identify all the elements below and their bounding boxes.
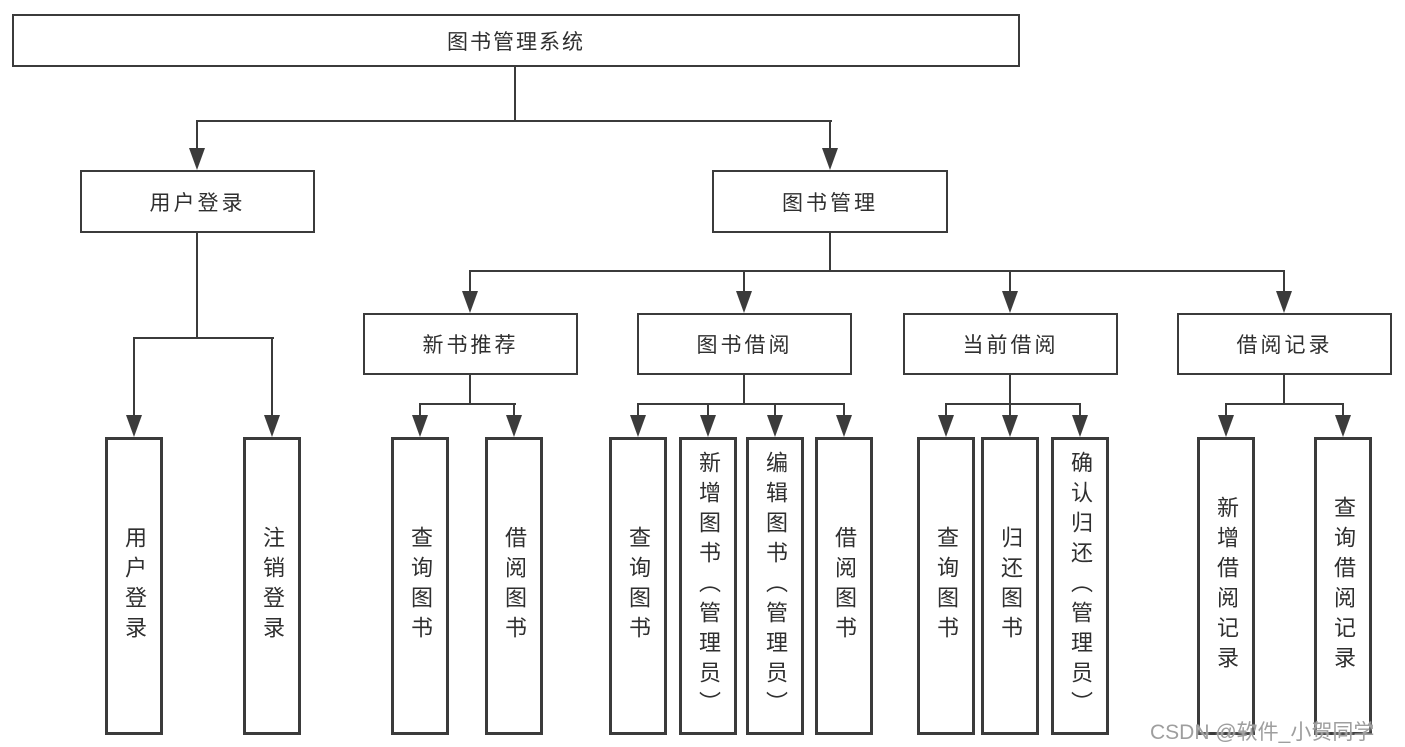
leaf-query-books-current: 查询图书 <box>917 437 975 735</box>
leaf-borrow-books-recommend: 借阅图书 <box>485 437 543 735</box>
node-label: 图书借阅 <box>696 334 793 357</box>
connector-drop <box>1079 405 1081 415</box>
leaf-label: 新增图书（管理员） <box>696 451 721 721</box>
leaf-logout-login: 注销登录 <box>243 437 301 735</box>
connector-drop <box>513 405 515 415</box>
connector-drop <box>1283 272 1285 292</box>
arrow-down-icon <box>836 415 852 437</box>
leaf-label: 查询图书 <box>626 526 651 646</box>
connector-stem <box>1009 375 1011 403</box>
arrow-down-icon <box>736 291 752 313</box>
arrow-down-icon <box>412 415 428 437</box>
connector-drop <box>1009 272 1011 292</box>
leaf-label: 借阅图书 <box>502 526 527 646</box>
connector-rail <box>1225 403 1344 405</box>
leaf-label: 查询图书 <box>408 526 433 646</box>
leaf-label: 查询图书 <box>934 526 959 646</box>
connector-drop <box>945 405 947 415</box>
connector-rail <box>945 403 1081 405</box>
node-borrowing-records: 借阅记录 <box>1177 313 1392 375</box>
leaf-query-borrow-record: 查询借阅记录 <box>1314 437 1372 735</box>
node-new-book-recommendation: 新书推荐 <box>363 313 578 375</box>
connector-stem <box>743 375 745 403</box>
leaf-edit-books-admin: 编辑图书（管理员） <box>746 437 804 735</box>
node-label: 借阅记录 <box>1236 334 1333 357</box>
leaf-label: 借阅图书 <box>832 526 857 646</box>
connector-drop <box>829 122 831 150</box>
leaf-label: 用户登录 <box>122 526 147 646</box>
arrow-down-icon <box>1218 415 1234 437</box>
connector-drop <box>707 405 709 415</box>
arrow-down-icon <box>767 415 783 437</box>
arrow-down-icon <box>264 415 280 437</box>
connector-drop <box>1009 405 1011 415</box>
leaf-borrow-books-borrow: 借阅图书 <box>815 437 873 735</box>
connector-stem <box>1283 375 1285 403</box>
node-current-borrowing: 当前借阅 <box>903 313 1118 375</box>
node-label: 图书管理 <box>782 191 878 215</box>
leaf-label: 归还图书 <box>998 526 1023 646</box>
arrow-down-icon <box>1335 415 1351 437</box>
leaf-confirm-return-admin: 确认归还（管理员） <box>1051 437 1109 735</box>
leaf-label: 注销登录 <box>260 526 285 646</box>
node-book-management: 图书管理 <box>712 170 948 233</box>
connector-stem <box>469 375 471 403</box>
connector-rail <box>637 403 845 405</box>
arrow-down-icon <box>462 291 478 313</box>
connector-drop <box>271 339 273 415</box>
node-book-borrowing: 图书借阅 <box>637 313 852 375</box>
node-label: 当前借阅 <box>962 334 1059 357</box>
connector-drop <box>1225 405 1227 415</box>
arrow-down-icon <box>1072 415 1088 437</box>
arrow-down-icon <box>822 148 838 170</box>
arrow-down-icon <box>189 148 205 170</box>
connector-root-rail <box>196 120 832 122</box>
arrow-down-icon <box>630 415 646 437</box>
node-library-management-system: 图书管理系统 <box>12 14 1020 67</box>
arrow-down-icon <box>1276 291 1292 313</box>
connector-drop <box>774 405 776 415</box>
leaf-query-books-borrow: 查询图书 <box>609 437 667 735</box>
leaf-label: 新增借阅记录 <box>1214 496 1239 676</box>
leaf-label: 确认归还（管理员） <box>1068 451 1093 721</box>
leaf-add-borrow-record: 新增借阅记录 <box>1197 437 1255 735</box>
leaf-add-books-admin: 新增图书（管理员） <box>679 437 737 735</box>
node-label: 图书管理系统 <box>447 30 585 54</box>
connector-drop <box>133 339 135 415</box>
leaf-user-login: 用户登录 <box>105 437 163 735</box>
leaf-return-books: 归还图书 <box>981 437 1039 735</box>
connector-rail <box>133 337 274 339</box>
leaf-label: 查询借阅记录 <box>1331 496 1356 676</box>
node-label: 新书推荐 <box>422 334 519 357</box>
node-user-login: 用户登录 <box>80 170 315 233</box>
connector-root-stem <box>514 67 516 120</box>
connector-drop <box>419 405 421 415</box>
connector-drop <box>469 272 471 292</box>
leaf-query-books-recommend: 查询图书 <box>391 437 449 735</box>
connector-drop <box>1342 405 1344 415</box>
arrow-down-icon <box>506 415 522 437</box>
arrow-down-icon <box>126 415 142 437</box>
leaf-label: 编辑图书（管理员） <box>763 451 788 721</box>
connector-stem <box>196 233 198 337</box>
connector-drop <box>196 122 198 150</box>
arrow-down-icon <box>938 415 954 437</box>
connector-rail <box>419 403 516 405</box>
connector-drop <box>743 272 745 292</box>
arrow-down-icon <box>1002 291 1018 313</box>
connector-drop <box>843 405 845 415</box>
arrow-down-icon <box>700 415 716 437</box>
node-label: 用户登录 <box>149 191 246 215</box>
arrow-down-icon <box>1002 415 1018 437</box>
connector-rail <box>469 270 1285 272</box>
connector-stem <box>829 233 831 270</box>
connector-drop <box>637 405 639 415</box>
